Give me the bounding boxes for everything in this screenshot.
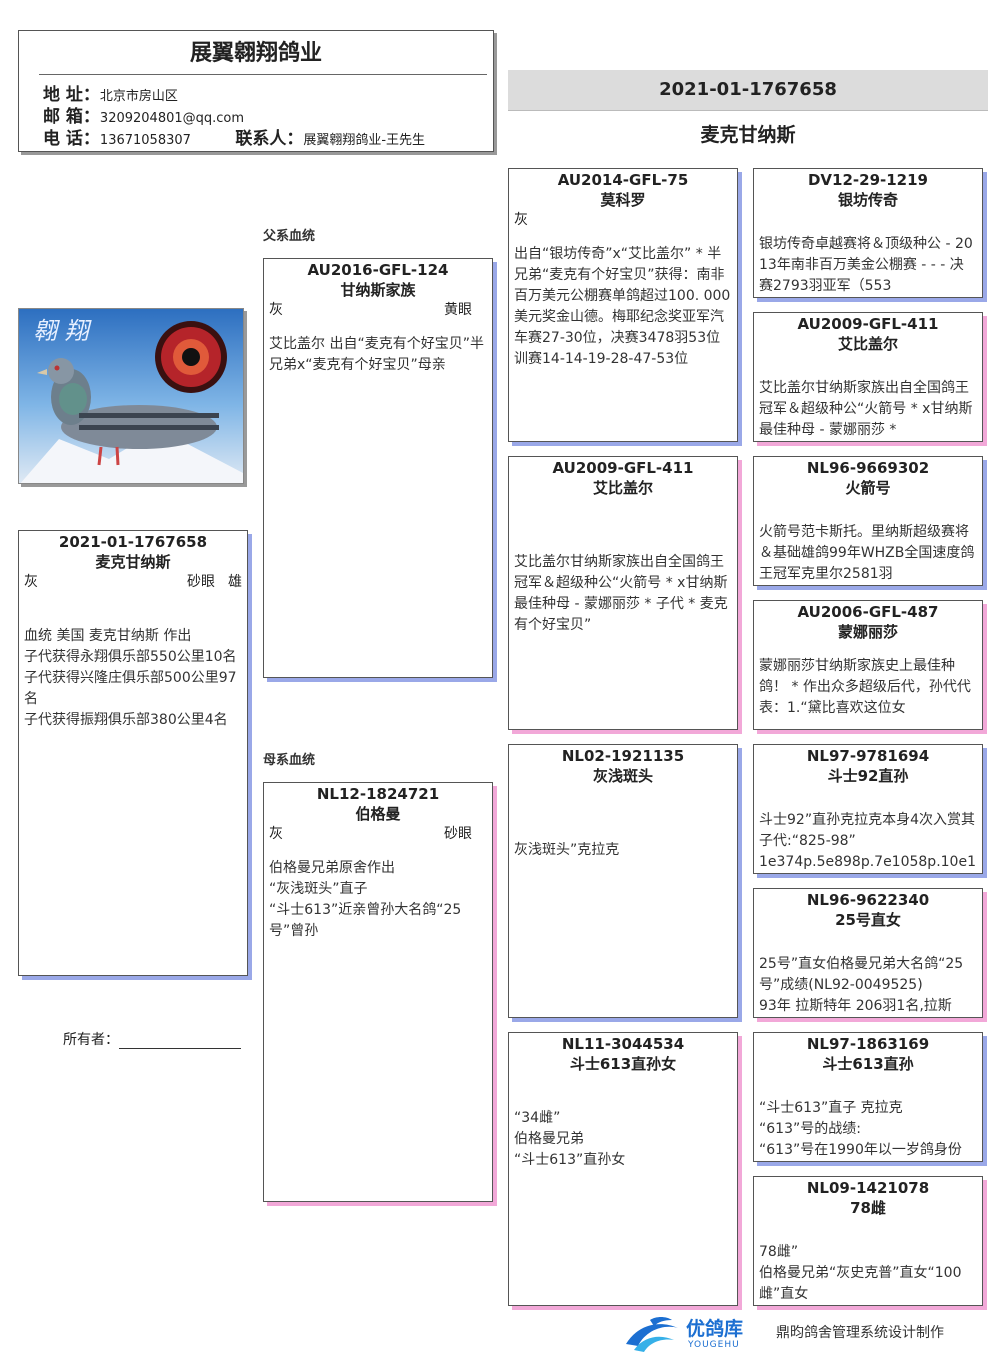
- contact-label: 联系人：: [235, 129, 304, 149]
- gen4-notes: 火箭号范卡斯托。里纳斯超级赛将＆基础雄鸽99年WHZB全国速度鸽王冠军克里尔25…: [759, 524, 975, 582]
- phone-label: 电 话：: [43, 129, 100, 149]
- main-name: 麦克甘纳斯: [700, 124, 796, 146]
- pigeon-illustration: 翱 翔: [20, 317, 243, 483]
- gen4-card[interactable]: AU2006-GFL-487 蒙娜丽莎 蒙娜丽莎甘纳斯家族史上最佳种鸽！ * 作…: [753, 600, 983, 730]
- gen4-notes: 斗士92”直孙克拉克本身4次入赏其子代:“825-98” 1e374p.5e89…: [759, 812, 976, 870]
- gen3-name: 艾比盖尔: [592, 479, 653, 497]
- subject-notes: 血统 美国 麦克甘纳斯 作出 子代获得永翔俱乐部550公里10名 子代获得兴隆庄…: [24, 628, 237, 728]
- owner-field[interactable]: 所有者：: [63, 1029, 241, 1049]
- footer-credit: 鼎昀鸽舍管理系统设计制作: [776, 1325, 944, 1341]
- gen4-ring: NL97-1863169: [806, 1035, 930, 1053]
- gen3-ring: NL02-1921135: [561, 747, 685, 765]
- subject-sex: 雄: [228, 574, 242, 590]
- gen4-notes: 艾比盖尔甘纳斯家族出自全国鸽王冠军＆超级种公“火箭号 * x甘纳斯最佳种母 - …: [759, 380, 973, 438]
- yougehu-logo-icon: [626, 1317, 678, 1352]
- brand-cn: 优鸽库: [686, 1318, 744, 1340]
- gen4-notes: 银坊传奇卓越赛将＆顶级种公 - 2013年南非百万美金公棚赛 - - - 决赛2…: [759, 236, 973, 294]
- phone-value[interactable]: 13671058307: [99, 133, 191, 148]
- gen4-name: 银坊传奇: [837, 191, 898, 209]
- gen4-card[interactable]: DV12-29-1219 银坊传奇 银坊传奇卓越赛将＆顶级种公 - 2013年南…: [753, 168, 983, 298]
- gen4-ring: AU2009-GFL-411: [797, 315, 939, 333]
- gen4-name: 火箭号: [845, 479, 891, 497]
- sire-ring: AU2016-GFL-124: [307, 261, 449, 279]
- gen3-name: 莫科罗: [600, 191, 646, 209]
- subject-color: 灰: [24, 574, 38, 590]
- gen4-ring: NL09-1421078: [806, 1179, 930, 1197]
- title-divider: [39, 74, 487, 75]
- gen4-ring: NL96-9622340: [806, 891, 930, 909]
- gen4-name: 蒙娜丽莎: [837, 623, 898, 641]
- grandsire-dam-card[interactable]: NL02-1921135 灰浅斑头 灰浅斑头”克拉克: [508, 744, 738, 1018]
- sire-color: 灰: [269, 302, 283, 318]
- gen3-ring: AU2014-GFL-75: [557, 171, 689, 189]
- gen3-notes: 灰浅斑头”克拉克: [514, 842, 620, 858]
- sire-notes: 艾比盖尔 出自“麦克有个好宝贝”半兄弟x“麦克有个好宝贝”母亲: [269, 336, 484, 373]
- gen3-notes: 艾比盖尔甘纳斯家族出自全国鸽王冠军＆超级种公“火箭号 * x甘纳斯最佳种母 - …: [514, 554, 728, 633]
- sire-line-label: 父系血统: [263, 229, 316, 244]
- contact-value: 展翼翱翔鸽业-王先生: [303, 133, 426, 148]
- subject-card[interactable]: 2021-01-1767658 麦克甘纳斯 灰 砂眼 雄 血统 美国 麦克甘纳斯…: [18, 530, 248, 976]
- loft-title: 展翼翱翔鸽业: [189, 41, 322, 66]
- gen4-card[interactable]: NL09-1421078 78雌 78雌” 伯格曼兄弟“灰史克普”直女“100雌…: [753, 1176, 983, 1306]
- brand-en: YOUGEHU: [688, 1340, 740, 1350]
- grandsire-sire-card[interactable]: AU2014-GFL-75 莫科罗 灰 出自“银坊传奇”x“艾比盖尔” * 半兄…: [508, 168, 738, 442]
- gen4-name: 艾比盖尔: [837, 335, 898, 353]
- subject-name: 麦克甘纳斯: [95, 553, 171, 571]
- gen3-color: 灰: [514, 212, 528, 228]
- sire-eye: 黄眼: [444, 302, 472, 318]
- gen3-name: 灰浅斑头: [592, 767, 653, 785]
- address-value: 北京市房山区: [99, 89, 178, 104]
- dam-eye: 砂眼: [444, 826, 472, 842]
- gen4-name: 斗士613直孙: [822, 1055, 914, 1073]
- svg-text:翱 翔: 翱 翔: [33, 317, 93, 345]
- gen3-name: 斗士613直孙女: [569, 1055, 677, 1073]
- email-value[interactable]: 3209204801@qq.com: [99, 111, 245, 126]
- gen4-ring: NL96-9669302: [806, 459, 930, 477]
- gen4-notes: 蒙娜丽莎甘纳斯家族史上最佳种鸽！ * 作出众多超级后代，孙代代表：1.“黛比喜欢…: [759, 658, 971, 716]
- pigeon-photo: 翱 翔: [18, 308, 244, 484]
- dam-color: 灰: [269, 826, 283, 842]
- gen4-card[interactable]: NL97-9781694 斗士92直孙 斗士92”直孙克拉克本身4次入赏其子代:…: [753, 744, 983, 874]
- email-label: 邮 箱：: [43, 107, 100, 127]
- sire-card[interactable]: AU2016-GFL-124 甘纳斯家族 灰 黄眼 艾比盖尔 出自“麦克有个好宝…: [263, 258, 493, 678]
- main-ring-banner: 2021-01-1767658: [508, 70, 988, 111]
- dam-card[interactable]: NL12-1824721 伯格曼 灰 砂眼 伯格曼兄弟原舍作出 “灰浅斑头”直子…: [263, 782, 493, 1202]
- gen3-ring: NL11-3044534: [561, 1035, 685, 1053]
- sire-name: 甘纳斯家族: [340, 281, 416, 299]
- gen4-ring: AU2006-GFL-487: [797, 603, 939, 621]
- granddam-dam-card[interactable]: NL11-3044534 斗士613直孙女 “34雌” 伯格曼兄弟 “斗士613…: [508, 1032, 738, 1306]
- subject-eye: 砂眼: [187, 574, 215, 590]
- gen4-notes: 78雌” 伯格曼兄弟“灰史克普”直女“100雌”直女: [759, 1244, 962, 1302]
- loft-info-card: 展翼翱翔鸽业 地 址：北京市房山区 邮 箱：3209204801@qq.com …: [18, 30, 494, 152]
- owner-label: 所有者：: [63, 1032, 119, 1048]
- dam-ring: NL12-1824721: [316, 785, 440, 803]
- gen4-card[interactable]: NL96-9669302 火箭号 火箭号范卡斯托。里纳斯超级赛将＆基础雄鸽99年…: [753, 456, 983, 586]
- gen3-notes: “34雌” 伯格曼兄弟 “斗士613”直孙女: [514, 1110, 626, 1168]
- owner-line: [119, 1034, 241, 1049]
- footer: 优鸽库 YOUGEHU 鼎昀鸽舍管理系统设计制作: [620, 1312, 990, 1358]
- dam-name: 伯格曼: [355, 805, 401, 823]
- granddam-sire-card[interactable]: AU2009-GFL-411 艾比盖尔 艾比盖尔甘纳斯家族出自全国鸽王冠军＆超级…: [508, 456, 738, 730]
- dam-notes: 伯格曼兄弟原舍作出 “灰浅斑头”直子 “斗士613”近亲曾孙大名鸽“25号”曾孙: [269, 860, 462, 939]
- gen4-card[interactable]: NL97-1863169 斗士613直孙 “斗士613”直子 克拉克 “613”…: [753, 1032, 983, 1162]
- gen4-ring: NL97-9781694: [806, 747, 930, 765]
- main-ring: 2021-01-1767658: [659, 79, 837, 100]
- gen4-notes: “斗士613”直子 克拉克 “613”号的战绩: “613”号在1990年以一岁…: [759, 1100, 962, 1158]
- gen3-notes: 出自“银坊传奇”x“艾比盖尔” * 半兄弟“麦克有个好宝贝”获得：南非百万美元公…: [514, 246, 731, 367]
- gen4-card[interactable]: AU2009-GFL-411 艾比盖尔 艾比盖尔甘纳斯家族出自全国鸽王冠军＆超级…: [753, 312, 983, 442]
- gen4-name: 斗士92直孙: [827, 767, 909, 785]
- gen4-name: 78雌: [850, 1199, 886, 1217]
- gen3-ring: AU2009-GFL-411: [552, 459, 694, 477]
- subject-ring: 2021-01-1767658: [58, 533, 208, 551]
- gen4-notes: 25号”直女伯格曼兄弟大名鸽“25号”成绩(NL92-0049525) 93年 …: [759, 956, 964, 1014]
- gen4-name: 25号直女: [835, 911, 901, 929]
- address-label: 地 址：: [43, 85, 100, 105]
- gen4-ring: DV12-29-1219: [807, 171, 928, 189]
- gen4-card[interactable]: NL96-9622340 25号直女 25号”直女伯格曼兄弟大名鸽“25号”成绩…: [753, 888, 983, 1018]
- dam-line-label: 母系血统: [263, 753, 316, 768]
